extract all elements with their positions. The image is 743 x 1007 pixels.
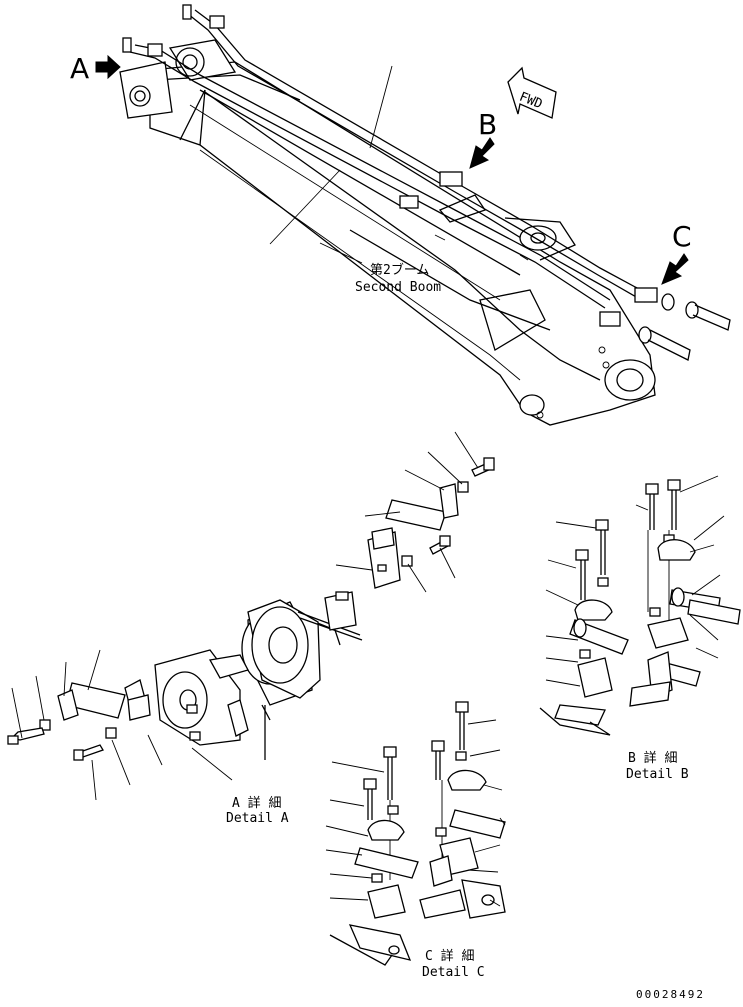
detail-a-title-jp: A 詳 細 (232, 795, 281, 811)
view-a-arrow-icon (95, 54, 121, 80)
detail-b-title-en: Detail B (626, 767, 689, 782)
detail-c-title-en: Detail C (422, 965, 485, 980)
detail-c-parts (329, 701, 506, 966)
detail-b-parts (539, 479, 741, 736)
callout-b-label: B (478, 108, 497, 141)
second-boom-assembly (119, 4, 731, 426)
view-c-arrow-icon (661, 253, 689, 285)
boom-label-en: Second Boom (355, 280, 441, 295)
upper-center-parts (247, 457, 495, 699)
drawing-number: 00028492 (636, 988, 705, 1001)
boom-label-jp: 第2ブーム (370, 262, 429, 278)
callout-a-label: A (70, 52, 89, 85)
detail-a-title-en: Detail A (226, 811, 289, 826)
detail-c-title-jp: C 詳 細 (425, 948, 474, 964)
detail-b-title-jp: B 詳 細 (628, 750, 677, 766)
callout-c-label: C (672, 220, 692, 253)
view-b-arrow-icon (469, 137, 495, 169)
fwd-arrow-icon: FWD (507, 66, 557, 119)
